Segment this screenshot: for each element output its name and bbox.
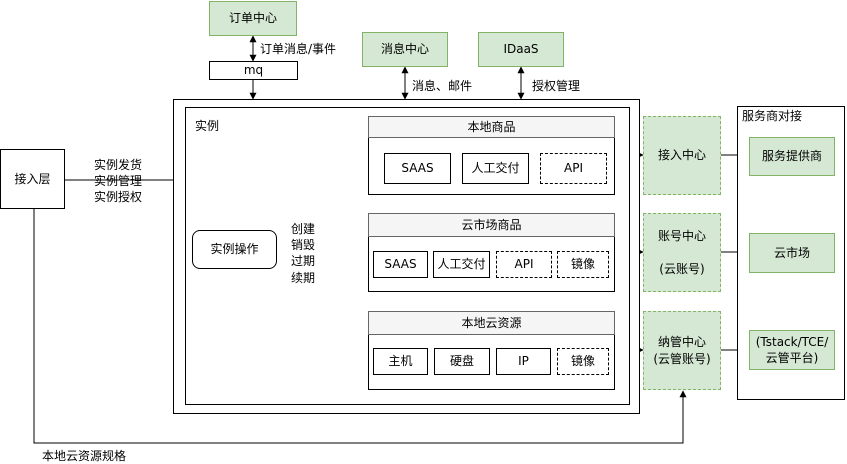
local-api-item: API (540, 153, 607, 184)
market-saas-item: SAAS (373, 251, 428, 278)
market-products-title: 云市场商品 (368, 213, 615, 237)
instance-operation-node: 实例操作 (192, 230, 277, 269)
service-provider-node: 服务提供商 (749, 137, 835, 176)
market-image-item: 镜像 (557, 251, 609, 278)
instance-operation-edge-label: 创建 销毁 过期 续期 (291, 222, 316, 285)
local-resources-title: 本地云资源 (368, 311, 615, 335)
idaas-label: IDaaS (503, 42, 539, 57)
resource-image-item: 镜像 (557, 348, 609, 375)
local-manual-delivery-item: 人工交付 (462, 153, 529, 184)
access-edge-label: 实例发货 实例管理 实例授权 (94, 158, 143, 205)
mq-label: mq (243, 63, 264, 78)
spec-edge-label: 本地云资源规格 (42, 449, 127, 463)
provider-title: 服务商对接 (742, 109, 803, 123)
access-layer-node: 接入层 (0, 149, 65, 209)
resource-disk-item: 硬盘 (434, 348, 490, 375)
order-edge-label: 订单消息/事件 (260, 42, 337, 56)
cloud-market-node: 云市场 (749, 233, 835, 273)
order-center-node: 订单中心 (209, 1, 297, 36)
access-layer-label: 接入层 (14, 171, 51, 186)
cloud-platform-node: (Tstack/TCE/ 云管平台) (749, 330, 835, 370)
message-center-label: 消息中心 (380, 42, 429, 57)
instance-operation-label: 实例操作 (210, 242, 259, 257)
idaas-edge-label: 授权管理 (532, 79, 581, 93)
instance-title: 实例 (195, 119, 220, 133)
message-center-node: 消息中心 (362, 32, 448, 67)
order-center-label: 订单中心 (228, 11, 277, 26)
local-saas-item: SAAS (384, 153, 451, 184)
resource-ip-item: IP (496, 348, 551, 375)
market-manual-delivery-item: 人工交付 (433, 251, 490, 278)
managed-center-node: 纳管中心 (云管账号) (643, 311, 721, 390)
access-center-node: 接入中心 (643, 116, 721, 195)
resource-host-item: 主机 (373, 348, 428, 375)
message-edge-label: 消息、邮件 (412, 79, 473, 93)
idaas-node: IDaaS (478, 32, 564, 67)
local-products-title: 本地商品 (368, 116, 615, 138)
mq-node: mq (209, 61, 298, 80)
market-api-item: API (496, 251, 552, 278)
account-center-node: 账号中心 (云账号) (643, 213, 721, 292)
